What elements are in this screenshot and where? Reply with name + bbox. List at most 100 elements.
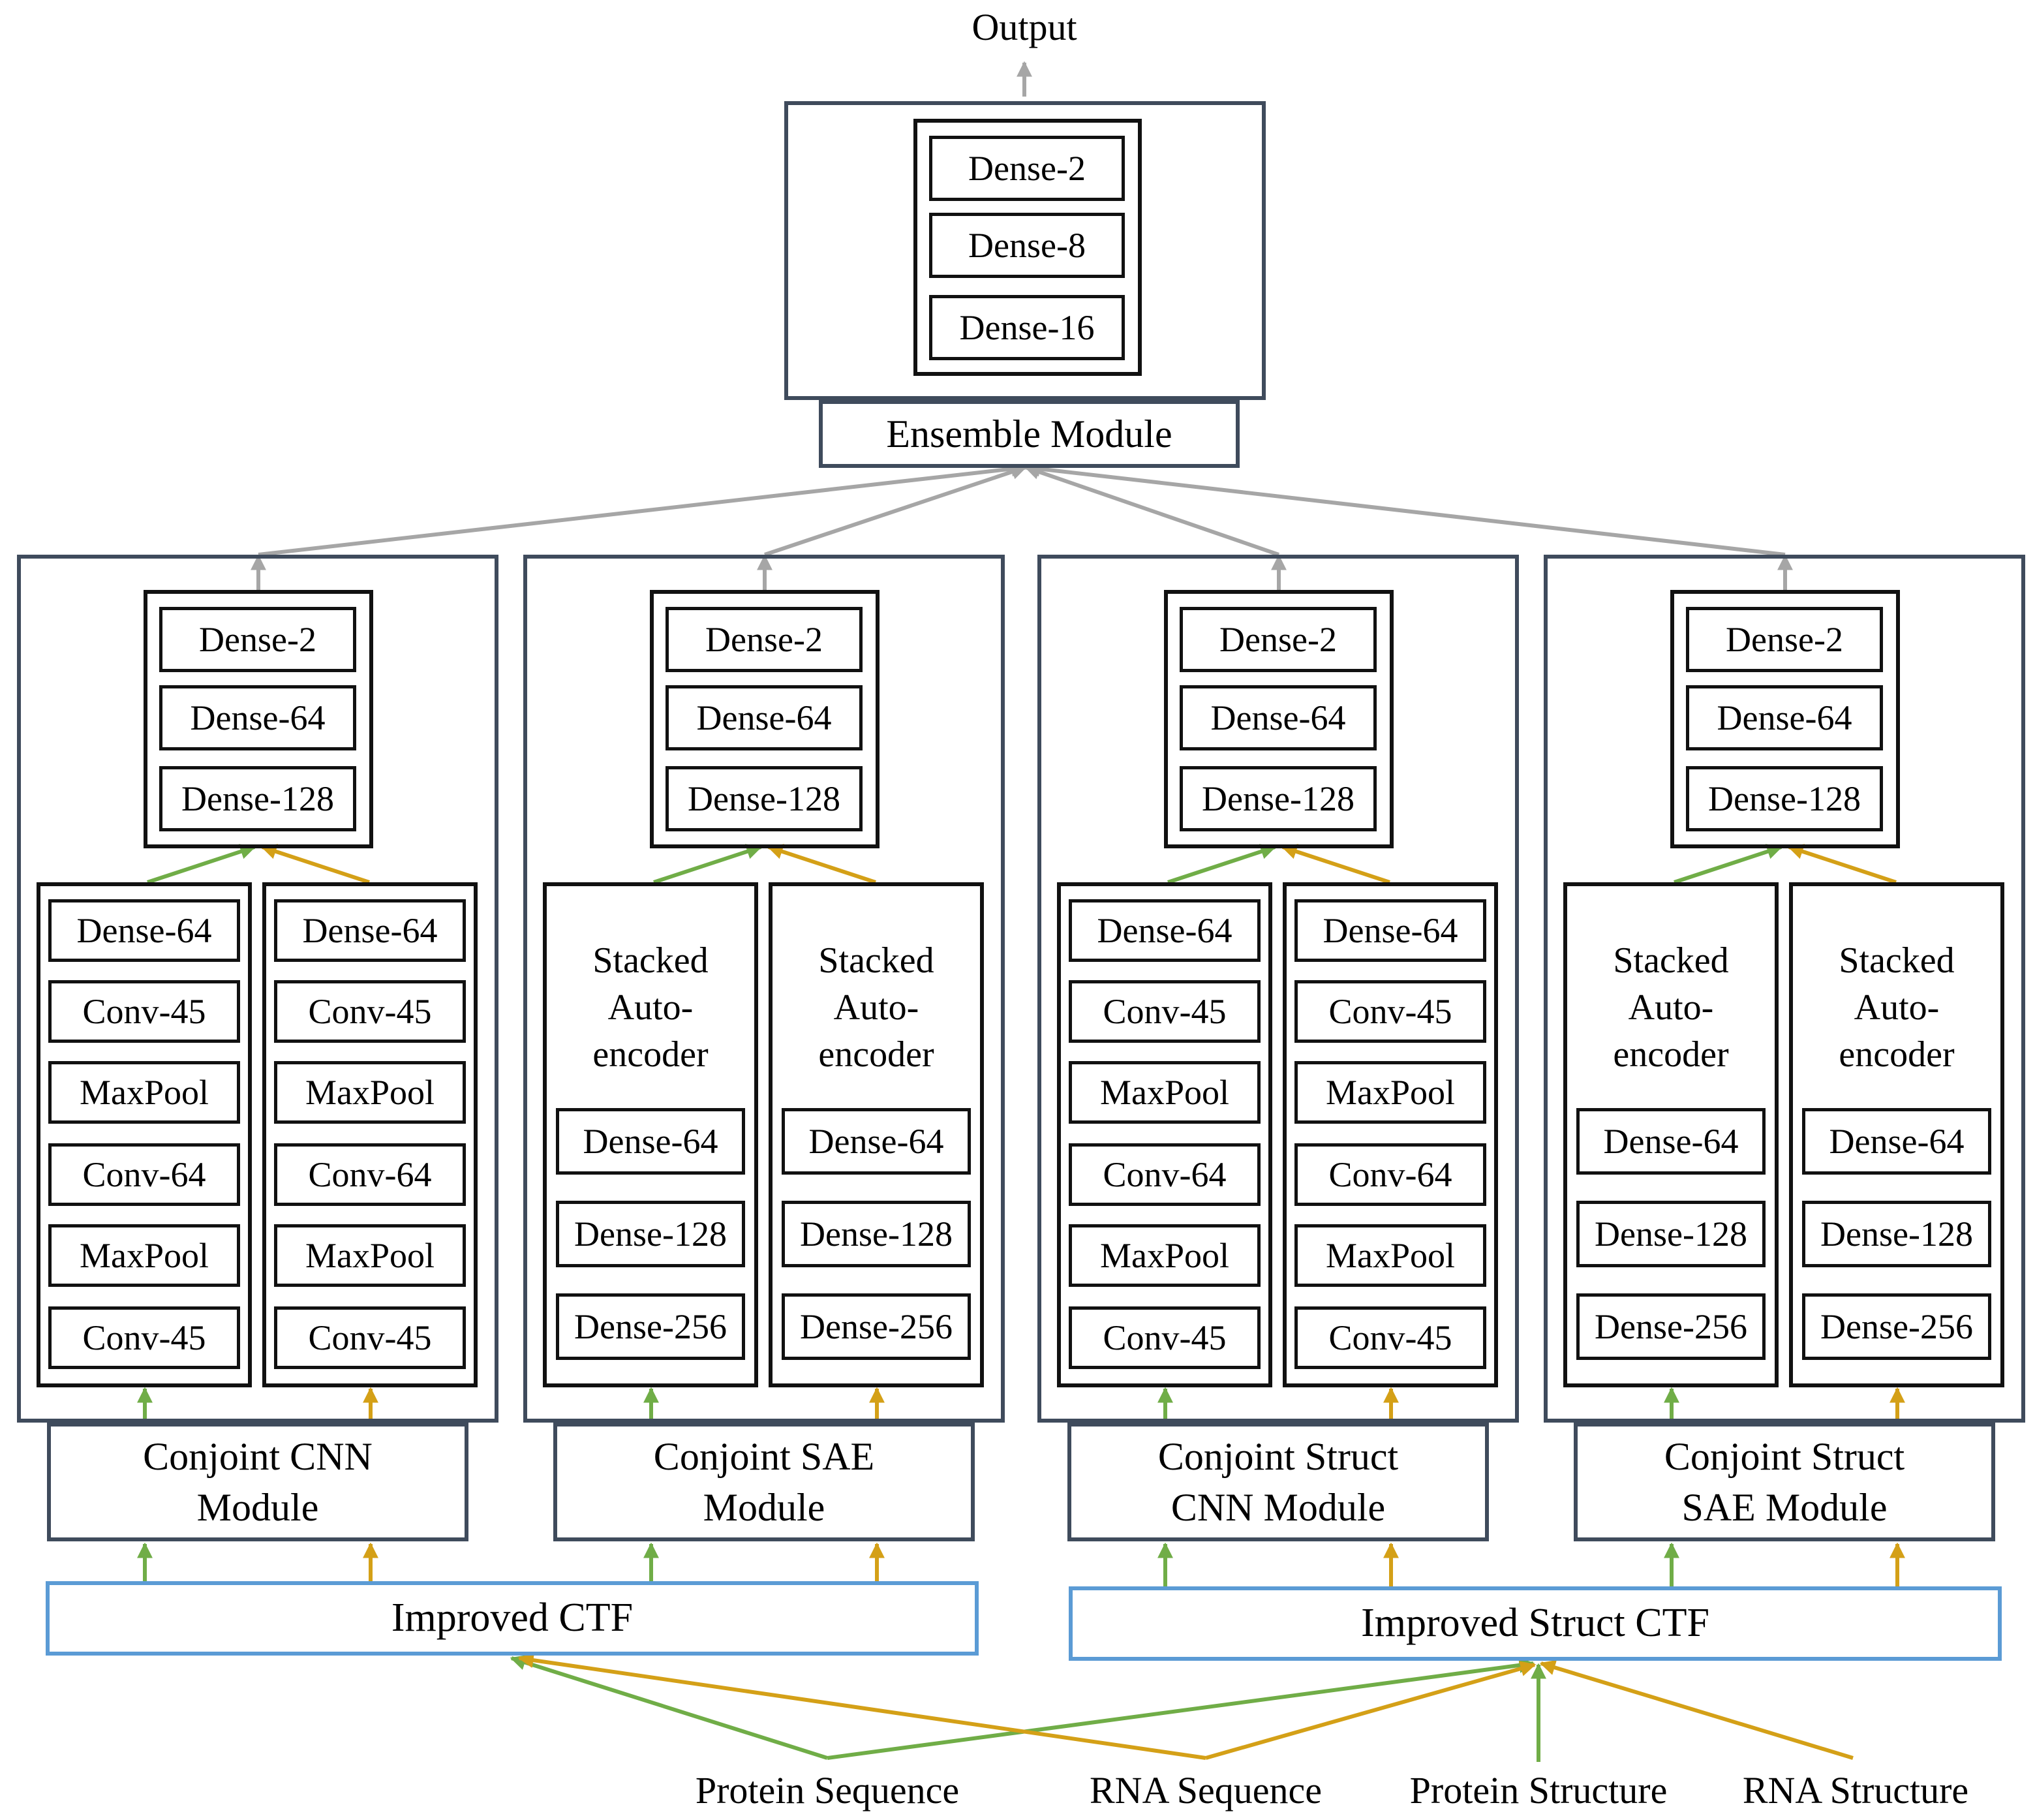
rna-structure-to-struct-ctf: [1539, 1659, 1854, 1760]
module-0-branch-b-layer-5: Conv-45: [274, 1306, 466, 1369]
module-3-branch-a-layer-2: Dense-256: [1576, 1293, 1766, 1360]
module-0-branch-a-layer-0: Dense-64: [48, 899, 240, 962]
module-2-branch-b-layer-0: Dense-64: [1294, 899, 1486, 962]
module-3-branch-b: Stacked Auto- encoder: [1789, 882, 2004, 1387]
module-0-label: Conjoint CNN Module: [47, 1423, 468, 1541]
module-3-branch-a-layer-1: Dense-128: [1576, 1201, 1766, 1267]
module-2-branch-a-layer-3: Conv-64: [1069, 1143, 1261, 1206]
stacked-autoencoder-caption: Stacked Auto- encoder: [1613, 940, 1729, 1075]
improved-ctf-box: Improved CTF: [46, 1581, 979, 1656]
module-2-branch-b-layer-5: Conv-45: [1294, 1306, 1486, 1369]
rna-path-arrow: [1787, 844, 1897, 884]
stacked-autoencoder-caption: Stacked Auto- encoder: [1839, 940, 1955, 1075]
rna-path-arrow: [767, 844, 876, 884]
module-2-branch-b: [1283, 882, 1498, 1387]
module-2-branch-a-layer-0: Dense-64: [1069, 899, 1261, 962]
module-1-branch-a-layer-0: Dense-64: [556, 1108, 745, 1175]
module-0-branch-a-layer-5: Conv-45: [48, 1306, 240, 1369]
input-label-2: Protein Structure: [1409, 1769, 1668, 1812]
module-0-branch-b-layer-1: Conv-45: [274, 980, 466, 1043]
module-0-head-layer-1: Dense-64: [159, 685, 356, 750]
module-1-label: Conjoint SAE Module: [553, 1423, 975, 1541]
module-0-branch-b-layer-3: Conv-64: [274, 1143, 466, 1206]
module-3-branch-b-layer-2: Dense-256: [1802, 1293, 1991, 1360]
module-1-head-layer-2: Dense-128: [666, 766, 863, 831]
module-frame-1: [523, 555, 1005, 1423]
module-3-label: Conjoint Struct SAE Module: [1574, 1423, 1995, 1541]
module-3-head-layer-0: Dense-2: [1686, 607, 1883, 672]
module-0-branch-b-layer-2: MaxPool: [274, 1061, 466, 1124]
module-1-branch-b: Stacked Auto- encoder: [769, 882, 984, 1387]
stacked-autoencoder-caption: Stacked Auto- encoder: [818, 940, 934, 1075]
module-1-branch-a: Stacked Auto- encoder: [543, 882, 758, 1387]
module-0-branch-a-layer-2: MaxPool: [48, 1061, 240, 1124]
module-0-branch-b-layer-4: MaxPool: [274, 1224, 466, 1287]
module-2-branch-a-layer-5: Conv-45: [1069, 1306, 1261, 1369]
module-1-branch-a-layer-2: Dense-256: [556, 1293, 745, 1360]
input-label-3: RNA Structure: [1742, 1769, 1969, 1812]
ensemble-input-arrow: [1024, 461, 1786, 557]
module-frame-2: [1037, 555, 1519, 1423]
ensemble-frame: [784, 101, 1266, 400]
protein-path-arrow: [147, 844, 256, 884]
module-0-branch-a-layer-4: MaxPool: [48, 1224, 240, 1287]
module-0-branch-a-layer-1: Conv-45: [48, 980, 240, 1043]
rna-sequence-to-struct-ctf: [1205, 1661, 1537, 1760]
rna-path-arrow: [1281, 844, 1390, 884]
module-1-head-layer-1: Dense-64: [666, 685, 863, 750]
module-2-branch-a-layer-2: MaxPool: [1069, 1061, 1261, 1124]
module-0-head-stack: [144, 590, 373, 848]
protein-path-arrow: [653, 844, 763, 884]
protein-path-arrow: [1167, 844, 1277, 884]
module-2-branch-b-layer-2: MaxPool: [1294, 1061, 1486, 1124]
module-1-branch-b-layer-2: Dense-256: [782, 1293, 971, 1360]
output-label: Output: [972, 6, 1077, 48]
ensemble-layer-1: Dense-8: [929, 213, 1125, 278]
module-2-label: Conjoint Struct CNN Module: [1067, 1423, 1489, 1541]
module-2-head-layer-1: Dense-64: [1180, 685, 1377, 750]
module-1-head-stack: [650, 590, 880, 848]
ensemble-input-arrow: [764, 464, 1028, 557]
module-2-head-layer-2: Dense-128: [1180, 766, 1377, 831]
module-2-branch-a: [1057, 882, 1272, 1387]
module-1-label-text: Conjoint SAE Module: [653, 1435, 875, 1529]
module-1-branch-b-layer-1: Dense-128: [782, 1201, 971, 1267]
rna-sequence-to-ctf: [517, 1652, 1206, 1760]
rna-path-arrow: [260, 844, 370, 884]
module-frame-3: [1544, 555, 2025, 1423]
module-2-head-stack: [1164, 590, 1394, 848]
protein-sequence-to-ctf: [510, 1655, 828, 1760]
ensemble-layer-2: Dense-16: [929, 295, 1125, 360]
module-3-label-text: Conjoint Struct SAE Module: [1664, 1435, 1905, 1529]
ensemble-module-label: Ensemble Module: [819, 400, 1240, 468]
module-2-branch-b-layer-3: Conv-64: [1294, 1143, 1486, 1206]
input-label-1: RNA Sequence: [1090, 1769, 1322, 1812]
improved-struct-ctf-box: Improved Struct CTF: [1069, 1586, 2002, 1661]
module-0-branch-b-layer-0: Dense-64: [274, 899, 466, 962]
module-3-branch-a-layer-0: Dense-64: [1576, 1108, 1766, 1175]
module-0-branch-a: [37, 882, 252, 1387]
module-2-label-text: Conjoint Struct CNN Module: [1157, 1435, 1399, 1529]
module-0-head-layer-2: Dense-128: [159, 766, 356, 831]
module-0-head-layer-0: Dense-2: [159, 607, 356, 672]
ensemble-layer-stack: [913, 119, 1142, 376]
module-1-branch-a-layer-1: Dense-128: [556, 1201, 745, 1267]
module-2-branch-b-layer-1: Conv-45: [1294, 980, 1486, 1043]
module-3-head-stack: [1670, 590, 1900, 848]
stacked-autoencoder-caption: Stacked Auto- encoder: [592, 940, 709, 1075]
protein-path-arrow: [1674, 844, 1783, 884]
module-1-head-layer-0: Dense-2: [666, 607, 863, 672]
module-2-head-layer-0: Dense-2: [1180, 607, 1377, 672]
module-frame-0: [17, 555, 498, 1423]
ensemble-input-arrow: [1024, 464, 1279, 557]
module-3-head-layer-2: Dense-128: [1686, 766, 1883, 831]
input-label-0: Protein Sequence: [695, 1769, 960, 1812]
protein-sequence-to-struct-ctf: [827, 1657, 1535, 1760]
module-3-head-layer-1: Dense-64: [1686, 685, 1883, 750]
module-1-branch-b-layer-0: Dense-64: [782, 1108, 971, 1175]
module-0-branch-b: [262, 882, 478, 1387]
module-3-branch-a: Stacked Auto- encoder: [1563, 882, 1779, 1387]
module-2-branch-a-layer-1: Conv-45: [1069, 980, 1261, 1043]
module-2-branch-b-layer-4: MaxPool: [1294, 1224, 1486, 1287]
